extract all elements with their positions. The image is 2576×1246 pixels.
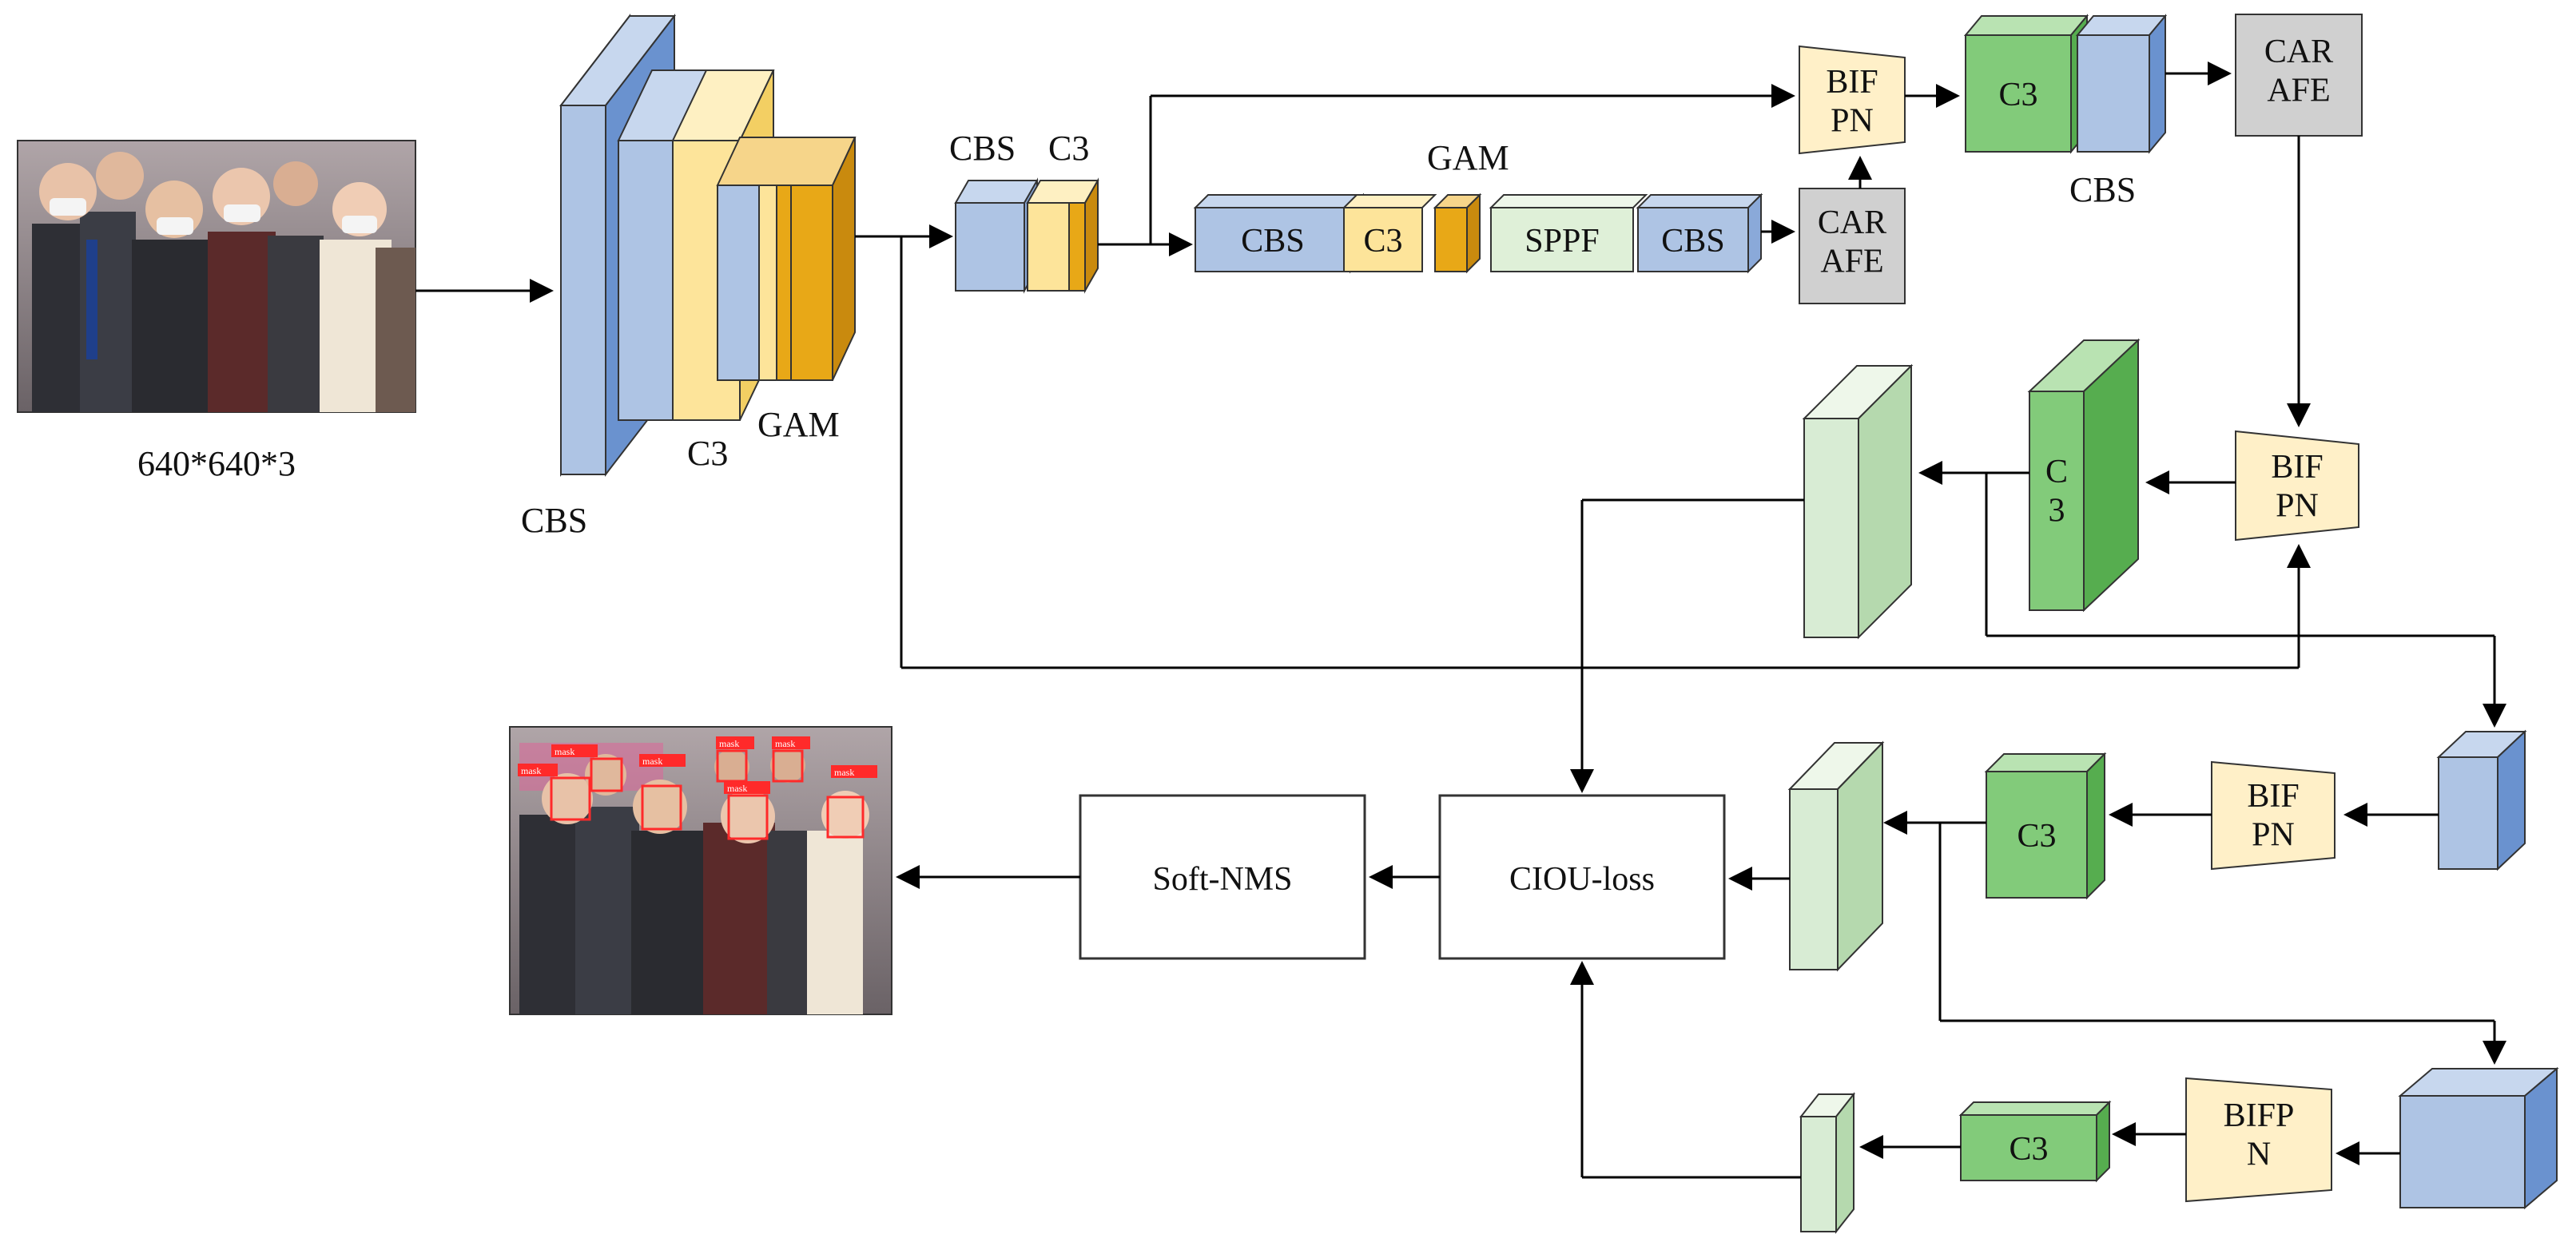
neck-cbs-mid-block [2436, 729, 2527, 871]
neck-c3-top-label: C3 [1998, 77, 2037, 113]
row-sppf-block: SPPF [1489, 194, 1648, 272]
soft-nms-box: Soft-NMS [1079, 794, 1366, 960]
detection-box: mask [518, 764, 591, 821]
svg-text:mask: mask [727, 783, 747, 794]
row-cbs2-block: CBS [1636, 192, 1763, 274]
detection-box: mask [716, 736, 754, 783]
detection-box: mask [551, 744, 623, 792]
svg-text:mask: mask [719, 738, 739, 749]
neck-c3-top-block: C3 [1963, 14, 2089, 154]
neck-c3-mid-label: C3 [2017, 818, 2056, 855]
row-sppf-label: SPPF [1525, 223, 1599, 260]
neck-cbs-top-label: CBS [2069, 170, 2136, 209]
input-size-label: 640*640*3 [137, 444, 296, 483]
backbone-c3-label: C3 [687, 434, 728, 473]
head-output-large [1802, 363, 1914, 640]
detection-box: mask [724, 781, 770, 840]
ciou-loss-box: CIOU-loss [1438, 794, 1726, 960]
row-gam-label: GAM [1427, 138, 1509, 177]
head-output-medium [1787, 740, 1885, 972]
svg-text:mask: mask [521, 765, 541, 776]
svg-text:mask: mask [555, 746, 574, 757]
neck-c3-mid-block: C3 [1984, 752, 2107, 900]
detection-box: mask [826, 765, 877, 839]
neck-c3-bottom-label: C3 [2009, 1131, 2048, 1168]
output-image: mask mask mask mask mask mask [509, 726, 892, 1015]
row-c3-block: C3 [1342, 192, 1482, 274]
soft-nms-label: Soft-NMS [1152, 861, 1292, 898]
input-image [17, 140, 416, 413]
neck-c3-bottom-block: C3 [1958, 1100, 2112, 1183]
backbone-gam-block [716, 137, 857, 381]
stage2-cbs-label: CBS [949, 129, 1016, 168]
stage2-c3-block [1026, 177, 1099, 294]
row-cbs1-block: CBS [1193, 192, 1366, 274]
svg-text:mask: mask [775, 738, 795, 749]
ciou-loss-label: CIOU-loss [1509, 861, 1655, 898]
backbone-gam-label: GAM [757, 405, 840, 444]
backbone-cbs-label: CBS [521, 501, 587, 540]
detection-box: mask [772, 736, 810, 783]
row-c3-label: C3 [1363, 223, 1402, 260]
stage2-c3-label: C3 [1048, 129, 1089, 168]
neck-cbs-top-block [2075, 14, 2168, 154]
stage2-cbs-block [954, 177, 1039, 294]
row-cbs1-label: CBS [1241, 223, 1304, 260]
row-cbs2-label: CBS [1661, 223, 1724, 260]
detection-box: mask [639, 754, 686, 831]
head-output-small [1799, 1092, 1856, 1234]
svg-text:mask: mask [834, 767, 854, 778]
neck-cbs-bottom-block [2398, 1066, 2559, 1210]
svg-text:mask: mask [642, 756, 662, 767]
